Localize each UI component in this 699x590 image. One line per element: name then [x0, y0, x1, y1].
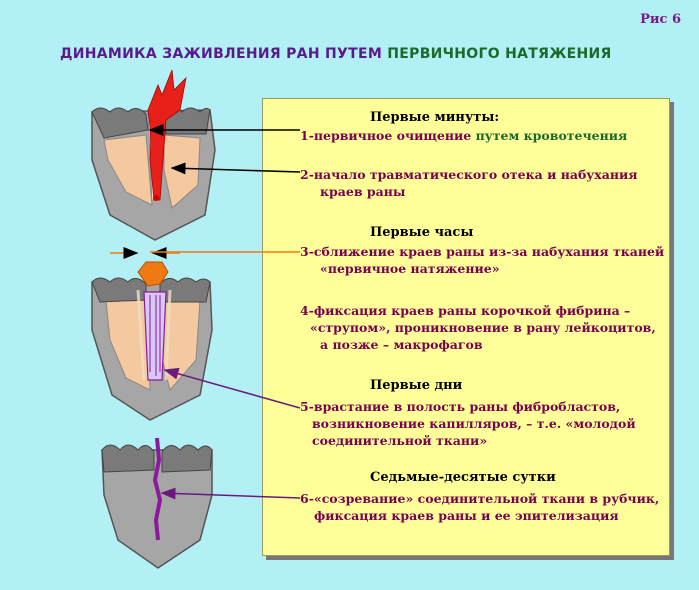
item-4-line-1: 4-фиксация краев раны корочкой фибрина –	[300, 303, 631, 318]
pointer-5	[163, 367, 301, 409]
item-2-line-1: 2-начало травматического отека и набухан…	[300, 167, 638, 182]
wound-stage-3-drawing	[101, 437, 213, 569]
stage-heading-4: Седьмые-десятые сутки	[370, 470, 556, 485]
item-5-line-2: возникновение капилляров, – т.е. «молодо…	[312, 416, 636, 431]
description-panel	[262, 98, 670, 556]
figure-label: Рис 6	[640, 12, 681, 27]
stage-heading-3: Первые дни	[370, 378, 463, 393]
item-1-text-b: путем кровотечения	[475, 128, 628, 143]
item-5-line-1: 5-врастание в полость раны фибробластов,	[300, 399, 621, 414]
stage-3-item-5: 5-врастание в полость раны фибробластов,…	[300, 398, 636, 449]
pointer-2	[170, 162, 301, 175]
stage-2-item-3: 3-сближение краев раны из-за набухания т…	[300, 243, 664, 277]
stage-heading-2: Первые часы	[370, 225, 474, 240]
diagram-title: ДИНАМИКА ЗАЖИВЛЕНИЯ РАН ПУТЕМ ПЕРВИЧНОГО…	[60, 46, 612, 62]
stage-1-item-2: 2-начало травматического отека и набухан…	[300, 166, 638, 200]
stage-heading-1: Первые минуты:	[370, 110, 500, 125]
title-part-2: ПЕРВИЧНОГО НАТЯЖЕНИЯ	[387, 46, 612, 62]
item-3-line-1: 3-сближение краев раны из-за набухания т…	[300, 244, 665, 259]
item-4-line-2: «струпом», проникновение в рану лейкоцит…	[310, 320, 656, 335]
item-2-line-2: краев раны	[320, 184, 406, 199]
item-6-line-2: фиксация краев раны и ее эпителизация	[314, 508, 619, 523]
stage-2-item-4: 4-фиксация краев раны корочкой фибрина –…	[300, 302, 656, 353]
wound-stage-2-drawing	[91, 247, 213, 421]
title-part-1: ДИНАМИКА ЗАЖИВЛЕНИЯ РАН ПУТЕМ	[60, 46, 388, 62]
item-1-text-a: 1-первичное очищение	[300, 128, 476, 143]
item-6-line-1: 6-«созревание» соединительной ткани в ру…	[300, 491, 660, 506]
wound-stage-1-drawing	[91, 69, 216, 241]
stage-1-item-1: 1-первичное очищение путем кровотечения	[300, 127, 627, 144]
pointer-6	[160, 487, 301, 500]
stage-4-item-6: 6-«созревание» соединительной ткани в ру…	[300, 490, 659, 524]
item-4-line-3: а позже – макрофагов	[320, 337, 483, 352]
item-3-line-2: «первичное натяжение»	[320, 261, 500, 276]
item-5-line-3: соединительной ткани»	[312, 433, 488, 448]
